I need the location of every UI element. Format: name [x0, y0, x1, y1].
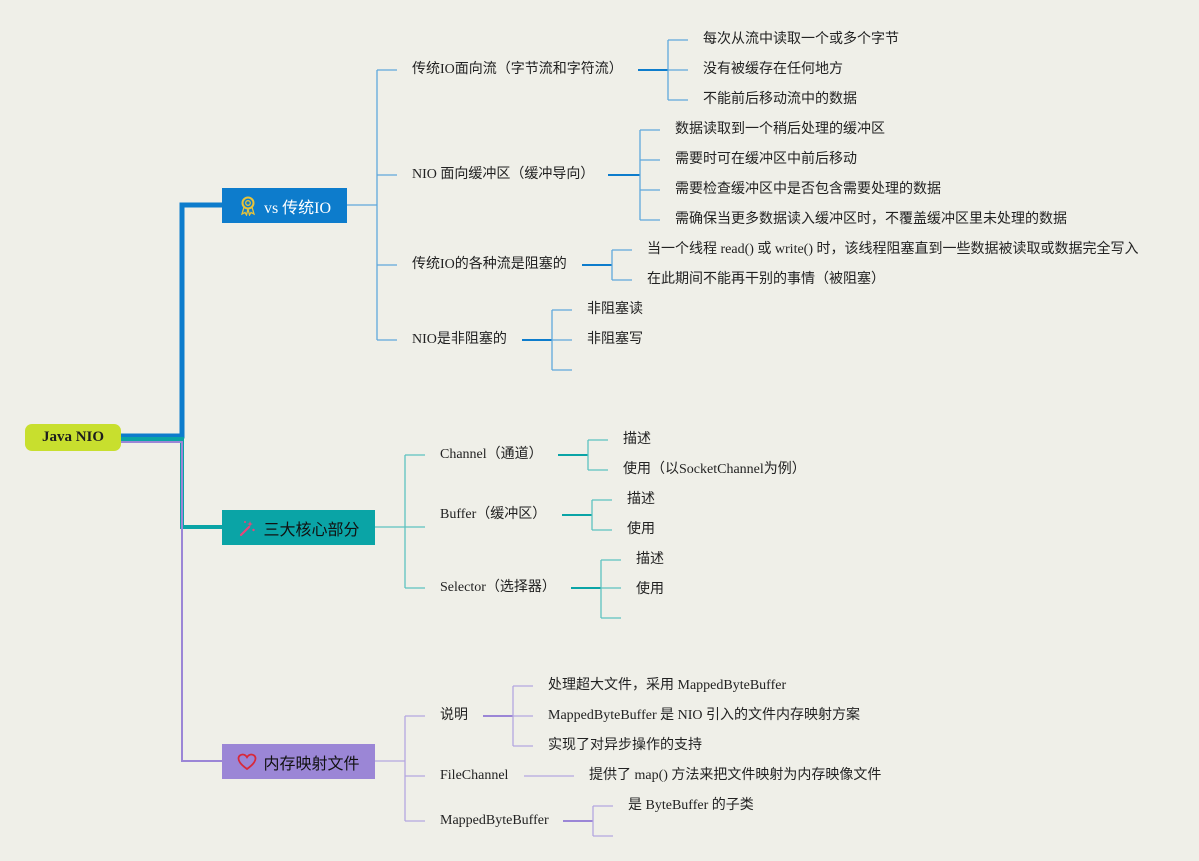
- branch-label: 内存映射文件: [263, 755, 360, 773]
- topic-channel[interactable]: Channel（通道）: [440, 447, 543, 462]
- leaf[interactable]: 使用: [627, 522, 655, 537]
- leaf[interactable]: MappedByteBuffer 是 NIO 引入的文件内存映射方案: [548, 708, 860, 723]
- topic-traditional-io-stream[interactable]: 传统IO面向流（字节流和字符流）: [412, 62, 623, 77]
- branch-memory-mapped-file[interactable]: 内存映射文件: [222, 744, 375, 779]
- leaf[interactable]: 需要时可在缓冲区中前后移动: [675, 152, 857, 167]
- topic-description[interactable]: 说明: [440, 708, 468, 723]
- topic-mappedbytebuffer[interactable]: MappedByteBuffer: [440, 813, 549, 828]
- leaf[interactable]: 在此期间不能再干别的事情（被阻塞）: [647, 272, 885, 287]
- leaf[interactable]: 需确保当更多数据读入缓冲区时，不覆盖缓冲区里未处理的数据: [675, 212, 1067, 227]
- leaf[interactable]: 需要检查缓冲区中是否包含需要处理的数据: [675, 182, 941, 197]
- award-ribbon-icon: [238, 196, 258, 216]
- branch-label: vs 传统IO: [263, 199, 332, 217]
- leaf[interactable]: 数据读取到一个稍后处理的缓冲区: [675, 122, 885, 137]
- leaf[interactable]: 非阻塞读: [587, 302, 643, 317]
- leaf[interactable]: 提供了 map() 方法来把文件映射为内存映像文件: [589, 768, 882, 783]
- topic-buffer[interactable]: Buffer（缓冲区）: [440, 507, 547, 522]
- leaf[interactable]: 使用: [636, 582, 664, 597]
- branch-label: 三大核心部分: [263, 521, 360, 539]
- magic-wand-icon: [237, 518, 257, 538]
- topic-filechannel[interactable]: FileChannel: [440, 768, 509, 783]
- topic-nio-nonblocking[interactable]: NIO是非阻塞的: [412, 332, 507, 347]
- leaf[interactable]: 描述: [636, 552, 664, 567]
- branch-core-parts[interactable]: 三大核心部分: [222, 510, 375, 545]
- topic-selector[interactable]: Selector（选择器）: [440, 580, 556, 595]
- leaf[interactable]: 实现了对异步操作的支持: [548, 738, 702, 753]
- heart-icon: [237, 752, 257, 772]
- leaf[interactable]: 描述: [623, 432, 651, 447]
- topic-traditional-io-blocking[interactable]: 传统IO的各种流是阻塞的: [412, 257, 567, 272]
- leaf[interactable]: 每次从流中读取一个或多个字节: [703, 32, 899, 47]
- branch-vs-traditional-io[interactable]: vs 传统IO: [222, 188, 347, 223]
- leaf[interactable]: 使用（以SocketChannel为例）: [623, 462, 806, 477]
- leaf[interactable]: 不能前后移动流中的数据: [703, 92, 857, 107]
- leaf[interactable]: 没有被缓存在任何地方: [703, 62, 843, 77]
- leaf[interactable]: 是 ByteBuffer 的子类: [628, 798, 754, 813]
- topic-nio-buffer[interactable]: NIO 面向缓冲区（缓冲导向）: [412, 167, 595, 182]
- leaf[interactable]: 非阻塞写: [587, 332, 643, 347]
- leaf[interactable]: 描述: [627, 492, 655, 507]
- leaf[interactable]: 处理超大文件，采用 MappedByteBuffer: [548, 678, 787, 693]
- leaf[interactable]: 当一个线程 read() 或 write() 时，该线程阻塞直到一些数据被读取或…: [647, 242, 1139, 257]
- root-node[interactable]: Java NIO: [25, 424, 121, 451]
